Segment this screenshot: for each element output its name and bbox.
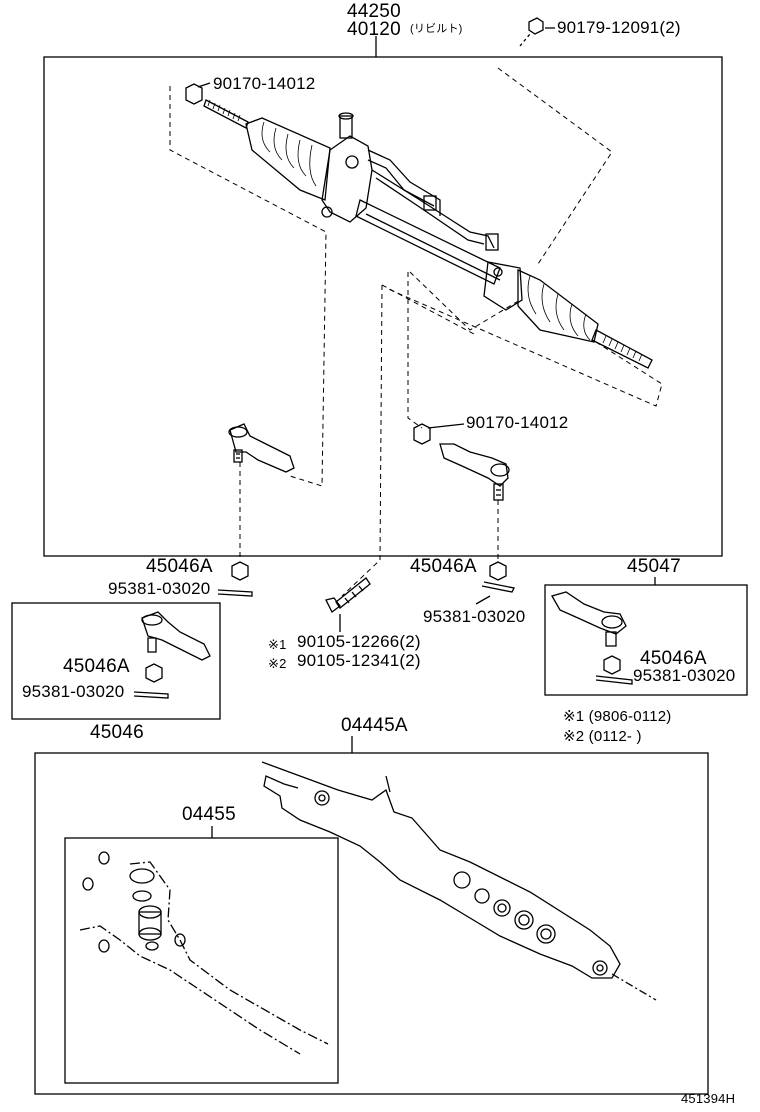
rack-housing-04445a bbox=[261, 761, 657, 1001]
bolt-icon bbox=[325, 577, 371, 613]
box-label-tie-rod-right: 45047 bbox=[627, 556, 681, 577]
box-label-tie-rod-left: 45046 bbox=[90, 722, 144, 743]
cotter-pin-icon bbox=[217, 589, 253, 597]
tie-rod-end-45046 bbox=[141, 611, 211, 661]
left-tie-rod-frame bbox=[11, 602, 221, 720]
part-label-lock-nut-right: 45046A bbox=[410, 556, 477, 577]
steering-rack-gear bbox=[203, 99, 653, 369]
box-label-cotter-right: 95381-03020 bbox=[633, 666, 736, 685]
diagram-code: 451394H bbox=[681, 1091, 736, 1106]
note-1: ※1 (9806-0112) bbox=[563, 708, 672, 725]
box-label-cotter-left: 95381-03020 bbox=[22, 682, 125, 701]
nut-icon bbox=[185, 83, 203, 105]
part-label-nut-right: 90170-14012 bbox=[466, 413, 569, 432]
tie-rod-end-right bbox=[439, 443, 510, 501]
box-label-nut-right: 45046A bbox=[640, 648, 707, 669]
box-label-gasket-kit: 04455 bbox=[182, 804, 236, 825]
nut-icon bbox=[413, 423, 431, 445]
rebuilt-part-number: 40120 bbox=[347, 19, 401, 40]
gasket-kit-frame bbox=[64, 837, 339, 1084]
box-label-nut-left: 45046A bbox=[63, 656, 130, 677]
gasket-kit-04455 bbox=[79, 851, 329, 1055]
box-label-housing: 04445A bbox=[341, 715, 408, 736]
lock-nut-icon bbox=[489, 561, 507, 581]
cotter-pin-icon bbox=[133, 691, 169, 699]
lock-nut-icon bbox=[231, 561, 249, 581]
note-2: ※2 (0112- ) bbox=[563, 728, 642, 745]
part-label-nut-left: 90170-14012 bbox=[213, 74, 316, 93]
housing-frame bbox=[34, 752, 709, 1095]
lock-nut-icon bbox=[145, 663, 163, 683]
part-label-bolt-1: 90105-12266(2) bbox=[297, 632, 421, 651]
right-tie-rod-frame bbox=[544, 584, 748, 696]
part-label-lock-nut-left: 45046A bbox=[146, 556, 213, 577]
rebuilt-note: (リビルト) bbox=[410, 23, 463, 35]
nut-icon bbox=[528, 17, 544, 35]
part-label-cotter-left: 95381-03020 bbox=[108, 579, 211, 598]
assembly-part-number: 44250 bbox=[347, 1, 401, 22]
part-label-cotter-right: 95381-03020 bbox=[423, 607, 526, 626]
cotter-pin-icon bbox=[595, 675, 633, 685]
part-label-nut-top: 90179-12091(2) bbox=[557, 18, 681, 37]
part-label-bolt-2: 90105-12341(2) bbox=[297, 651, 421, 670]
lock-nut-icon bbox=[603, 655, 621, 675]
main-assembly-frame bbox=[43, 56, 723, 557]
tie-rod-end-left bbox=[228, 423, 295, 473]
bolt-2-mark: ※2 bbox=[268, 656, 287, 671]
bolt-1-mark: ※1 bbox=[268, 637, 287, 652]
cotter-pin-icon bbox=[481, 581, 515, 593]
tie-rod-end-45047 bbox=[551, 591, 627, 647]
